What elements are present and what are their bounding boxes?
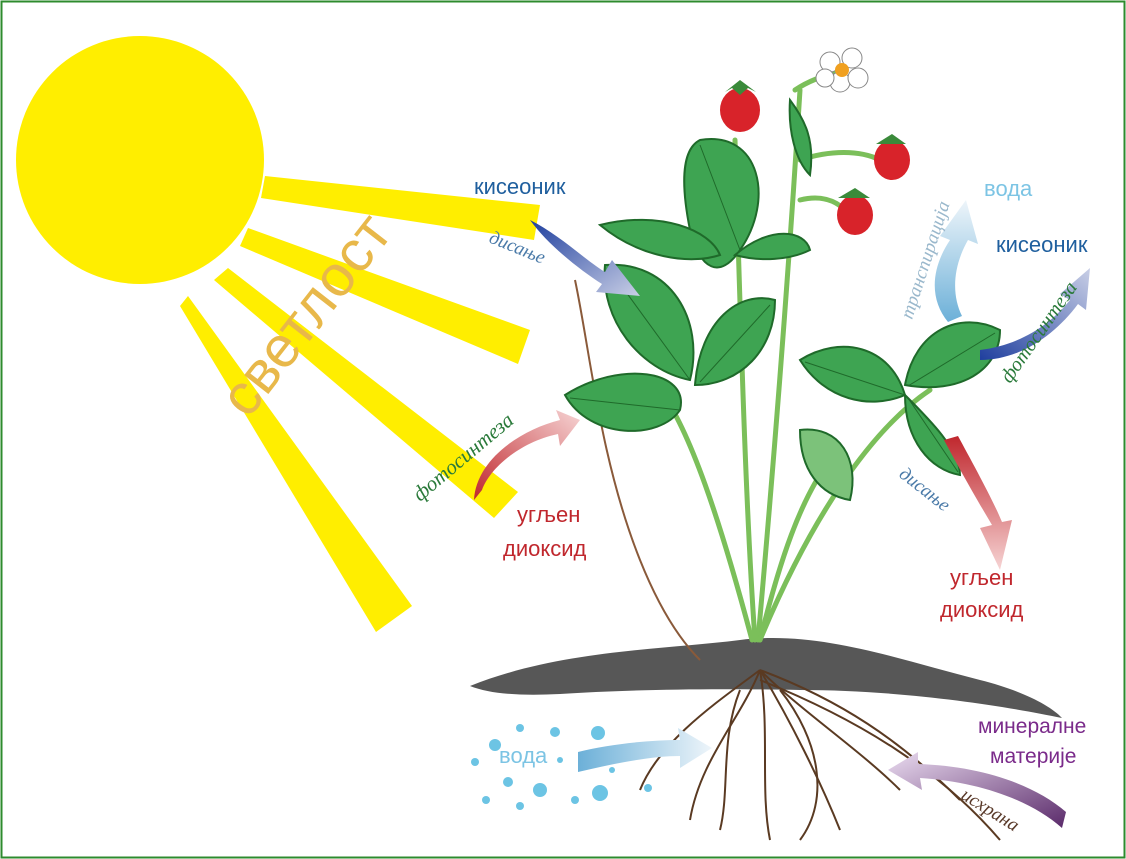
label-minerals-line1: минералне xyxy=(978,715,1086,738)
sun-disc xyxy=(16,36,264,284)
label-co2-left-line1: угљен xyxy=(517,502,580,527)
label-co2-right-line2: диоксид xyxy=(940,597,1024,622)
strawberry-2 xyxy=(874,140,910,180)
label-co2-left-line2: диоксид xyxy=(503,536,587,561)
label-oxygen-right: кисеоник xyxy=(996,232,1088,257)
label-water-bottom: вода xyxy=(499,743,548,768)
label-co2-right-line1: угљен xyxy=(950,565,1013,590)
label-water-top: вода xyxy=(984,176,1033,201)
label-minerals-line2: материје xyxy=(990,745,1076,768)
strawberry-3 xyxy=(837,195,873,235)
label-oxygen-left: кисеоник xyxy=(474,174,566,199)
